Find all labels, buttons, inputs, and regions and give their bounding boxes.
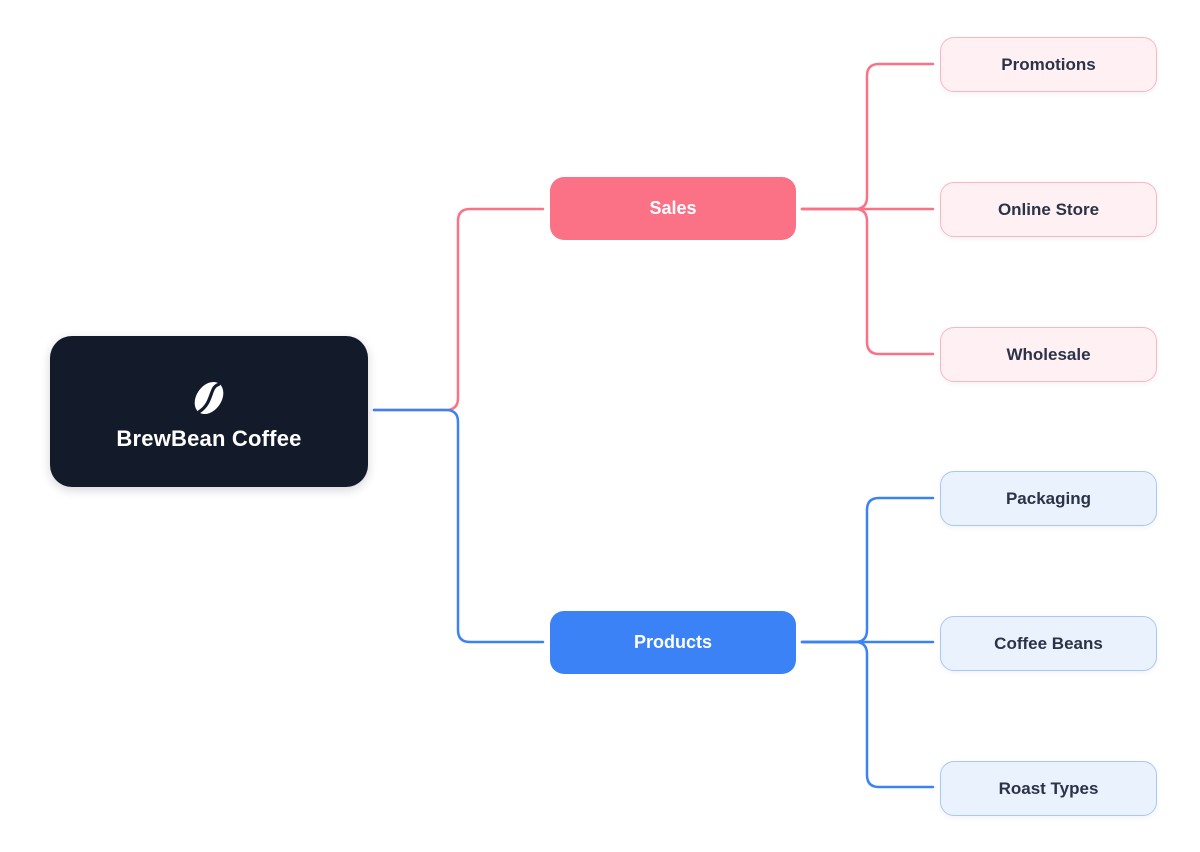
branch-label-sales: Sales [649,198,697,218]
leaf-node-wholesale[interactable]: Wholesale [940,327,1157,382]
leaf-node-roast-types[interactable]: Roast Types [940,761,1157,816]
connector-root-products [372,408,545,644]
leaf-node-promotions[interactable]: Promotions [940,37,1157,92]
connector-products-packaging [800,496,935,644]
leaf-node-online-store[interactable]: Online Store [940,182,1157,237]
connector-products-roast-types [800,640,935,789]
leaf-node-coffee-beans[interactable]: Coffee Beans [940,616,1157,671]
branch-label-products: Products [633,632,712,652]
leaf-label: Online Store [997,199,1100,219]
root-node[interactable]: BrewBean Coffee [50,336,368,487]
leaf-label: Coffee Beans [994,633,1103,653]
connector-root-sales [372,207,545,412]
connector-sales-promotions [800,62,935,211]
connector-sales-wholesale [800,207,935,356]
root-title: BrewBean Coffee [116,425,302,451]
leaf-label: Packaging [1005,488,1092,508]
leaf-label: Wholesale [1006,344,1091,364]
coffee-bean-icon [194,381,224,414]
branch-node-sales[interactable]: Sales [550,177,796,240]
leaf-label: Promotions [1001,54,1096,74]
leaf-node-packaging[interactable]: Packaging [940,471,1157,526]
branch-node-products[interactable]: Products [550,611,796,674]
leaf-label: Roast Types [998,778,1099,798]
